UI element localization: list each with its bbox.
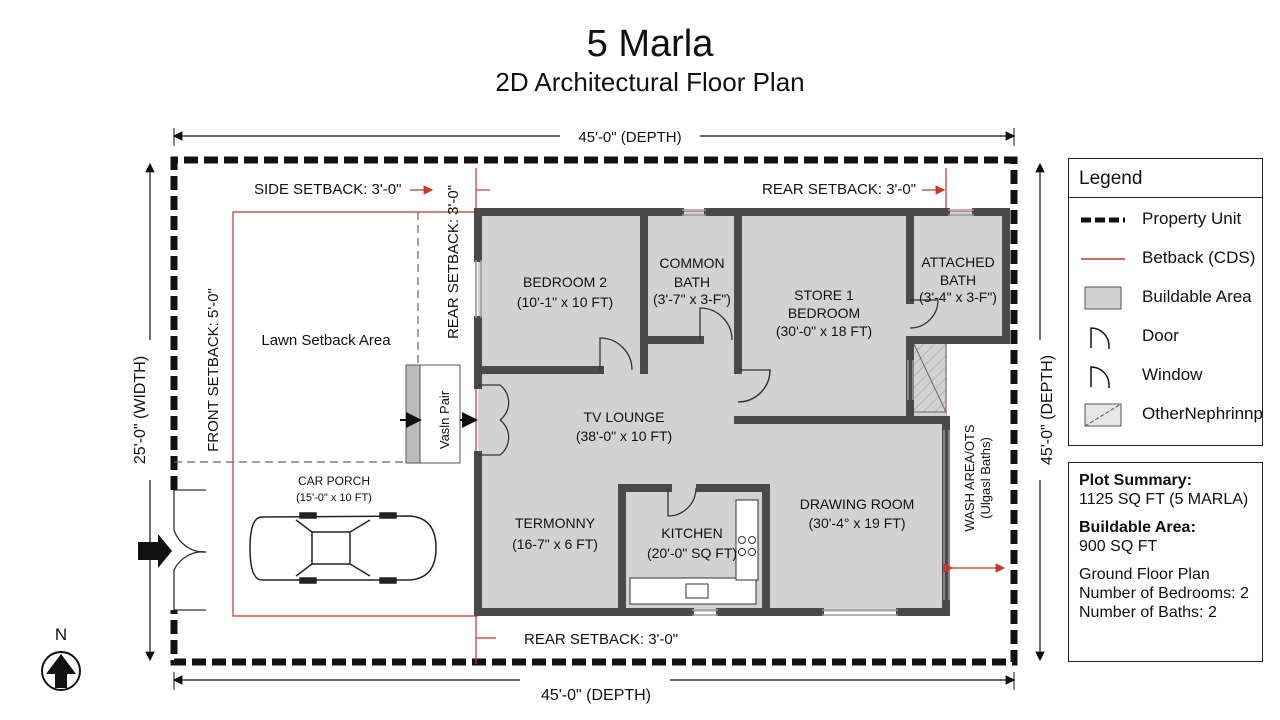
rear-setback-vertical-label: REAR SETBACK: 3'-0" (445, 185, 462, 339)
buildable-area (478, 212, 1006, 612)
car-icon (249, 512, 437, 584)
top-dimension-label: 45'-0" (DEPTH) (578, 129, 681, 146)
vash-strip (405, 364, 421, 464)
store-bedroom-size: (30'-0" x 18 FT) (776, 323, 872, 339)
property-boundary (170, 156, 1018, 666)
top-dimension: 45'-0" (DEPTH) (172, 128, 1016, 146)
car-porch-size: (15'-0" x 10 FT) (296, 492, 372, 504)
summary-floor: Ground Floor Plan (1079, 566, 1210, 583)
legend-item-buildable: Buildable Area (1069, 283, 1264, 313)
wash-area-label: WASH AREA/OTS (962, 424, 977, 531)
summary-baths: Number of Baths: 2 (1079, 604, 1217, 621)
bedroom2-size: (10'-1" x 10 FT) (517, 294, 613, 310)
car-porch-name: CAR PORCH (298, 474, 370, 488)
plot-summary: Plot Summary: 1125 SQ FT (5 MARLA) Build… (1068, 462, 1263, 662)
attached-bath-name1: ATTACHED (921, 254, 994, 270)
gate (173, 489, 207, 611)
store-bedroom-name1: STORE 1 (794, 287, 854, 303)
summary-bedrooms: Number of Bedrooms: 2 (1079, 585, 1249, 602)
plan-subtitle: 2D Architectural Floor Plan (495, 67, 805, 97)
bottom-dimension: 45'-0" (DEPTH) (172, 672, 1016, 704)
side-setback-label: SIDE SETBACK: 3'-0" (254, 181, 401, 198)
right-dimension-label: 45'-0" (DEPTH) (1039, 355, 1056, 465)
tv-lounge-size: (38'-0" x 10 FT) (576, 428, 672, 444)
door-swing-icon (1090, 327, 1110, 349)
red-line-icon (1081, 258, 1125, 260)
kitchen-size: (20'-0" SQ FT) (647, 545, 737, 561)
legend-title: Legend (1069, 159, 1262, 198)
doors (478, 299, 939, 517)
drawing-room-name: DRAWING ROOM (800, 496, 915, 512)
legend-label-setback: Betback (CDS) (1142, 248, 1256, 267)
termonny-size: (16-7" x 6 FT) (512, 536, 598, 552)
buildable-area-value: 900 SQ FT (1079, 538, 1158, 555)
north-indicator: N (36, 624, 86, 694)
plot-summary-value: 1125 SQ FT (5 MARLA) (1079, 491, 1249, 508)
walls (474, 208, 1010, 616)
left-dimension: 25'-0" (WIDTH) (132, 162, 155, 662)
plan-title: 5 Marla (586, 23, 714, 65)
lawn-area-label: Lawn Setback Area (261, 332, 391, 349)
legend-label-buildable: Buildable Area (1142, 287, 1252, 306)
tv-lounge-name: TV LOUNGE (584, 409, 665, 425)
wash-area-sublabel: (Ulgasl Baths) (978, 437, 993, 519)
left-dimension-label: 25'-0" (WIDTH) (132, 356, 149, 464)
common-bath-name1: COMMON (659, 255, 724, 271)
vash-label: Vasln Pair (437, 390, 452, 449)
title-block: 5 Marla 2D Architectural Floor Plan (0, 22, 1280, 98)
buildable-area-heading: Buildable Area: (1079, 519, 1196, 536)
plot-summary-heading: Plot Summary: (1079, 472, 1192, 489)
kitchen-name: KITCHEN (661, 525, 722, 541)
common-bath-size: (3'-7" x 3-F") (653, 291, 731, 307)
legend-item-property: Property Unit (1069, 205, 1264, 235)
gray-box-icon (1084, 286, 1122, 310)
front-setback-label: FRONT SETBACK: 5'-0" (205, 288, 222, 452)
entry-arrow-icon (138, 534, 172, 568)
termonny-name: TERMONNY (515, 515, 596, 531)
legend-item-other: OtherNephrinnp (1069, 400, 1264, 430)
legend-label-door: Door (1142, 326, 1179, 345)
drawing-room-size: (30'-4° x 19 FT) (809, 515, 906, 531)
legend-item-window: Window (1069, 361, 1264, 391)
legend-label-other: OtherNephrinnp (1142, 404, 1263, 423)
window-swing-icon (1090, 366, 1110, 388)
right-dimension: 45'-0" (DEPTH) (1035, 162, 1056, 662)
legend-item-setback: Betback (CDS) (1069, 244, 1264, 274)
bedroom2-name: BEDROOM 2 (523, 274, 607, 290)
kitchen-fixtures (629, 499, 759, 605)
legend: Legend Property Unit Betback (CDS) Build… (1068, 158, 1263, 446)
legend-item-door: Door (1069, 322, 1264, 352)
north-arrow-icon: N (41, 625, 81, 691)
store-bedroom-name2: BEDROOM (788, 305, 860, 321)
north-label: N (55, 625, 67, 644)
legend-label-window: Window (1142, 365, 1203, 384)
common-bath-name2: BATH (674, 274, 710, 290)
hatched-box-icon (1084, 403, 1122, 427)
attached-bath-size: (3'-4" x 3-F") (919, 289, 997, 305)
attached-bath-name2: BATH (940, 272, 976, 288)
bottom-dimension-label: 45'-0" (DEPTH) (541, 687, 651, 704)
legend-label-property: Property Unit (1142, 209, 1242, 228)
dashed-thick-line-icon (1081, 217, 1125, 223)
rear-setback-top-label: REAR SETBACK: 3'-0" (762, 181, 916, 198)
rear-setback-bottom-label: REAR SETBACK: 3'-0" (524, 631, 678, 648)
